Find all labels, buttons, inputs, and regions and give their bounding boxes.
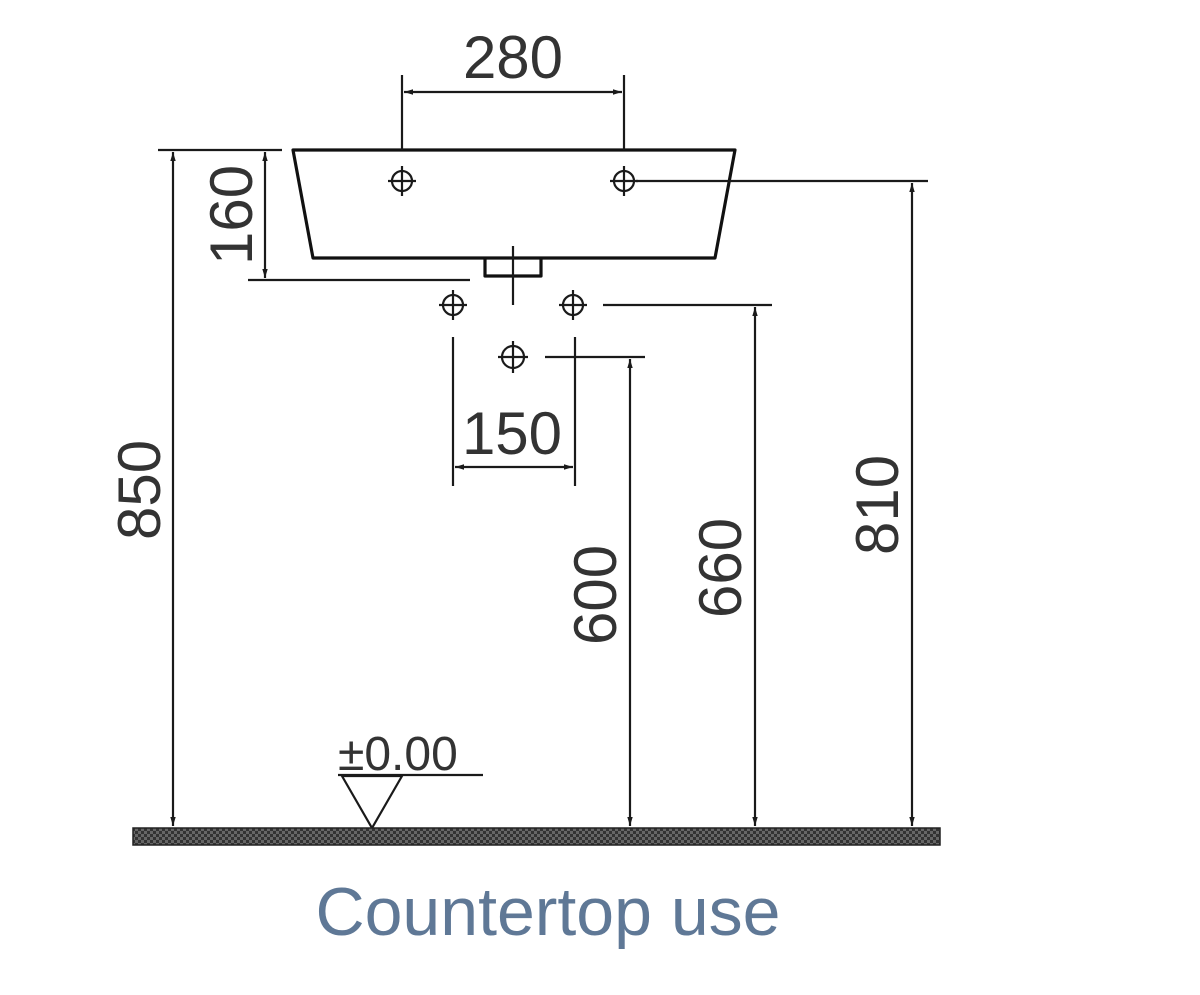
dimension-label: 810 [844,455,911,555]
dimension-810: 810 [636,179,928,826]
dimension-160: 160 [198,152,470,282]
floor-level-marker: ±0.00 [338,728,483,831]
tap-hole-right-icon [610,166,638,196]
fixing-left-icon [439,290,467,320]
dimension-label: 280 [463,24,563,91]
dimension-280: 280 [400,24,626,150]
waste-outlet-icon [498,341,528,373]
tap-hole-left-icon [388,166,416,196]
dimension-label: 600 [562,545,629,645]
dimension-label: 150 [462,400,562,467]
floor-hatch [132,827,941,846]
basin-outline [291,148,737,305]
dimension-label: 160 [198,165,265,265]
dimension-label: 660 [687,518,754,618]
dimension-660: 660 [603,303,772,826]
dimension-150: 150 [451,337,577,486]
dimension-600: 600 [545,355,645,826]
dimension-label: 850 [106,440,173,540]
fixing-right-icon [559,290,587,320]
caption: Countertop use [316,874,781,950]
dimension-850: 850 [106,148,282,826]
floor-level-label: ±0.00 [338,728,458,781]
